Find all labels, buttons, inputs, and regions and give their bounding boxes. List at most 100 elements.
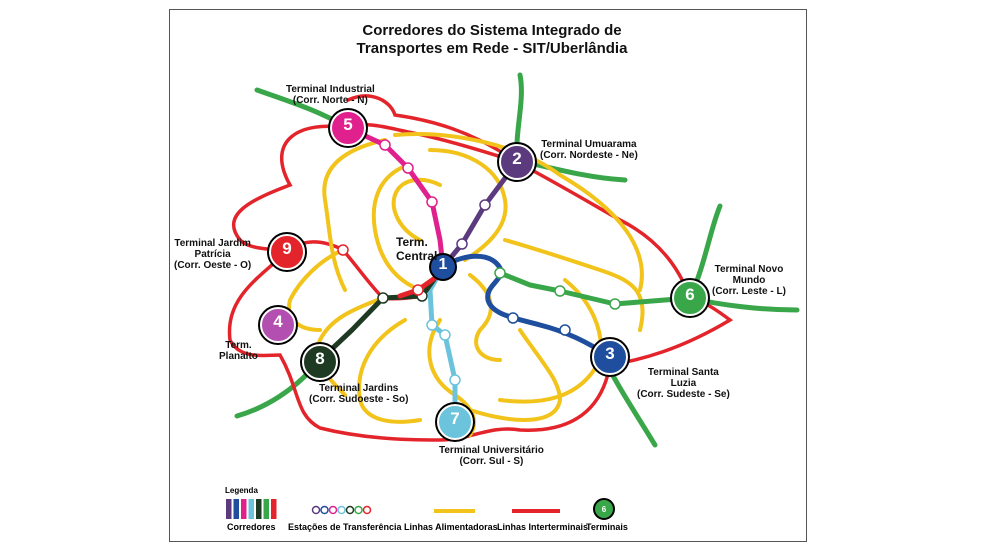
terminal-4-label-line1: Term. xyxy=(225,340,252,351)
corridor-northeast xyxy=(440,159,520,270)
legend-station-swatch-1 xyxy=(320,505,329,515)
terminal-8-marker xyxy=(300,342,340,382)
terminal-9-label: Terminal Jardim Patrícia (Corr. Oeste - … xyxy=(174,238,251,271)
feeder-10 xyxy=(315,296,385,397)
terminal-3-label-line1: Terminal Santa xyxy=(647,367,719,378)
terminal-8-label: Terminal Jardins (Corr. Sudoeste - So) xyxy=(309,383,408,405)
corridor-north xyxy=(345,125,446,270)
feeder-12 xyxy=(391,177,442,242)
legend-station-swatch-5 xyxy=(354,505,363,515)
terminal-6-label: Terminal Novo Mundo (Corr. Leste - L) xyxy=(712,264,786,297)
terminal-9-number: 9 xyxy=(282,239,292,258)
terminal-9-marker xyxy=(267,232,307,272)
terminal-3-label: Terminal Santa Luzia (Corr. Sudeste - Se… xyxy=(637,367,730,400)
terminal-6-number: 6 xyxy=(685,285,695,304)
terminal-1-marker xyxy=(429,253,457,281)
legend-station-swatch-4 xyxy=(345,505,355,515)
terminal-7-label: Terminal Universitário (Corr. Sul - S) xyxy=(439,445,544,467)
legend-stations-label: Estações de Transferência xyxy=(288,522,402,532)
station-se2 xyxy=(559,324,571,336)
transfer-stations xyxy=(337,139,621,386)
legend-corridors-label: Corredores xyxy=(227,522,276,532)
terminal-5-label-line1: Terminal Industrial xyxy=(286,84,375,95)
legend-interterminal-label: Linhas Interterminais xyxy=(497,522,589,532)
terminal-3-number: 3 xyxy=(605,344,615,363)
station-s2 xyxy=(439,329,451,341)
feeder-1 xyxy=(322,138,387,292)
station-e1 xyxy=(494,267,506,279)
feeder-7 xyxy=(468,328,563,422)
central-label-line1: Term. xyxy=(396,235,428,249)
legend-corridor-swatch-0 xyxy=(226,499,232,519)
corridor-south xyxy=(427,264,458,423)
feeder-3 xyxy=(428,148,508,262)
station-s3 xyxy=(449,374,461,386)
station-ne1 xyxy=(479,199,491,211)
terminal-4-label-line2: Planalto xyxy=(219,351,258,362)
corridor-southwest xyxy=(315,264,446,365)
legend-station-swatch-0 xyxy=(311,505,321,515)
terminal-7-marker xyxy=(435,402,475,442)
feeder-13 xyxy=(468,273,502,362)
station-e3 xyxy=(609,298,621,310)
terminal-8-label-line1: Terminal Jardins xyxy=(319,383,399,394)
legend-corridor-swatch-1 xyxy=(233,499,239,519)
legend-station-swatches xyxy=(311,505,372,515)
terminal-6-label-line2: Mundo xyxy=(732,275,766,286)
station-n3 xyxy=(426,196,438,208)
terminal-9-label-line1: Terminal Jardim xyxy=(174,238,251,249)
legend-corridor-swatch-4 xyxy=(256,499,262,519)
station-s1 xyxy=(426,319,438,331)
terminal-6-label-line1: Terminal Novo xyxy=(714,264,784,275)
feeder-lines xyxy=(287,132,645,437)
terminal-6-marker xyxy=(670,278,710,318)
terminal-7-label-line1: Terminal Universitário xyxy=(439,445,544,456)
terminal-4-label: Term. Planalto xyxy=(219,340,258,362)
terminal-3-label-line2: Luzia xyxy=(670,378,697,389)
terminal-2-label: Terminal Umuarama (Corr. Nordeste - Ne) xyxy=(540,139,638,161)
terminal-4-marker xyxy=(258,305,298,345)
station-w1 xyxy=(337,244,349,256)
outer-ring xyxy=(227,122,734,442)
legend-feeder-label: Linhas Alimentadoras xyxy=(404,522,498,532)
station-n2 xyxy=(402,162,414,174)
map-title-line1: Corredores do Sistema Integrado de xyxy=(362,22,622,39)
station-n1 xyxy=(379,139,391,151)
corridor-east xyxy=(497,270,693,307)
terminal-2-number: 2 xyxy=(512,149,522,168)
terminal-5-marker xyxy=(328,108,368,148)
station-ne2 xyxy=(456,238,468,250)
terminal-7-label-line2: (Corr. Sul - S) xyxy=(459,456,524,467)
feeder-11 xyxy=(287,248,345,332)
legend-corridor-swatch-6 xyxy=(271,499,277,519)
terminal-3-marker xyxy=(590,337,630,377)
legend-corridor-swatches xyxy=(226,499,277,519)
station-w2 xyxy=(412,284,424,296)
legend-graphics xyxy=(226,498,615,520)
terminal-5-number: 5 xyxy=(343,115,353,134)
legend-corridor-swatch-5 xyxy=(263,499,269,519)
terminal-5-label: Terminal Industrial (Corr. Norte - N) xyxy=(286,84,375,106)
legend-station-swatch-3 xyxy=(337,505,346,515)
terminal-6-label-line3: (Corr. Leste - L) xyxy=(712,286,786,297)
station-sw2 xyxy=(377,292,389,304)
legend-station-swatch-6 xyxy=(362,505,372,515)
legend-terminal-number: 6 xyxy=(601,505,607,514)
station-e2 xyxy=(554,285,566,297)
terminal-markers xyxy=(258,108,710,442)
terminal-9-label-line3: (Corr. Oeste - O) xyxy=(174,260,252,271)
legend-corridor-swatch-3 xyxy=(248,499,254,519)
terminal-1-number: 1 xyxy=(438,256,448,273)
terminal-8-number: 8 xyxy=(315,349,325,368)
station-se1 xyxy=(507,312,519,324)
terminal-8-label-line2: (Corr. Sudoeste - So) xyxy=(309,394,409,405)
terminal-2-marker xyxy=(497,142,537,182)
map-title-line2: Transportes em Rede - SIT/Uberlândia xyxy=(356,40,628,57)
legend-terminals-label: Terminais xyxy=(586,522,628,532)
legend-terminal-swatch xyxy=(593,498,615,520)
central-label-line2: Central xyxy=(396,249,438,263)
terminal-3-label-line3: (Corr. Sudeste - Se) xyxy=(637,389,730,400)
legend-station-swatch-2 xyxy=(328,505,338,515)
feeder-4 xyxy=(393,132,644,292)
